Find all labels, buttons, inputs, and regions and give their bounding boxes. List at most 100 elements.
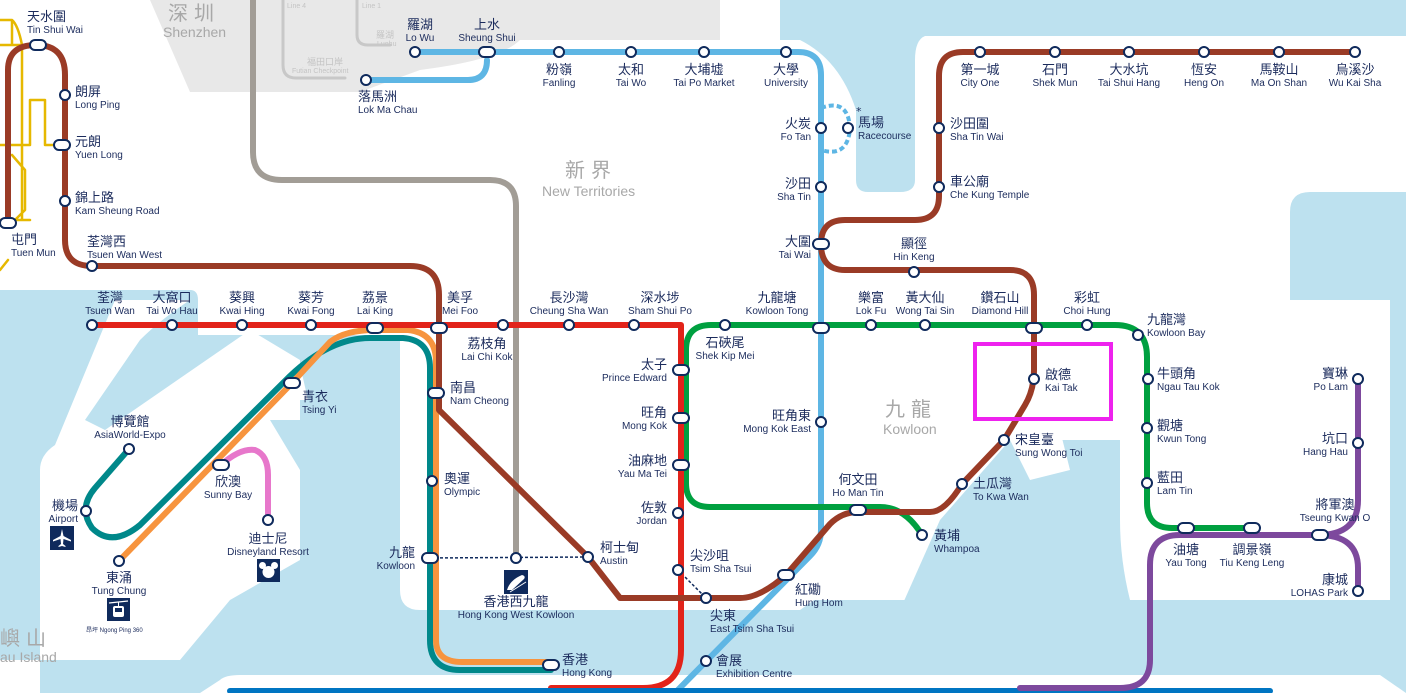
station-marker[interactable] xyxy=(59,89,71,101)
station-marker[interactable] xyxy=(113,555,125,567)
interchange-marker[interactable] xyxy=(672,412,690,424)
station-marker[interactable] xyxy=(815,181,827,193)
station-marker[interactable] xyxy=(628,319,640,331)
interchange-marker[interactable] xyxy=(53,139,71,151)
interchange-marker[interactable] xyxy=(1177,522,1195,534)
station-marker[interactable] xyxy=(933,181,945,193)
interchange-marker[interactable] xyxy=(812,322,830,334)
station-marker[interactable] xyxy=(563,319,575,331)
station-marker[interactable] xyxy=(933,122,945,134)
station-marker[interactable] xyxy=(625,46,637,58)
station-marker[interactable] xyxy=(1198,46,1210,58)
interchange-marker[interactable] xyxy=(421,552,439,564)
station-marker[interactable] xyxy=(497,319,509,331)
station-marker[interactable] xyxy=(80,505,92,517)
station-marker[interactable] xyxy=(86,260,98,272)
interchange-marker[interactable] xyxy=(777,569,795,581)
station-marker[interactable] xyxy=(842,122,854,134)
station-marker[interactable] xyxy=(1352,373,1364,385)
station-marker[interactable] xyxy=(719,319,731,331)
interchange-marker[interactable] xyxy=(812,238,830,250)
station-marker[interactable] xyxy=(510,552,522,564)
station-marker[interactable] xyxy=(426,475,438,487)
station-marker[interactable] xyxy=(865,319,877,331)
station-marker[interactable] xyxy=(1349,46,1361,58)
station-marker[interactable] xyxy=(1273,46,1285,58)
interchange-marker[interactable] xyxy=(849,504,867,516)
station-marker[interactable] xyxy=(700,592,712,604)
station-marker[interactable] xyxy=(305,319,317,331)
station-marker[interactable] xyxy=(1352,437,1364,449)
station-marker[interactable] xyxy=(59,195,71,207)
station-marker[interactable] xyxy=(1141,477,1153,489)
station-marker[interactable] xyxy=(780,46,792,58)
interchange-marker[interactable] xyxy=(1311,529,1329,541)
station-marker[interactable] xyxy=(815,416,827,428)
interchange-marker[interactable] xyxy=(1025,322,1043,334)
interchange-marker[interactable] xyxy=(0,217,17,229)
station-marker[interactable] xyxy=(1141,422,1153,434)
interchange-marker[interactable] xyxy=(366,322,384,334)
station-marker[interactable] xyxy=(998,434,1010,446)
station-marker[interactable] xyxy=(360,74,372,86)
interchange-marker[interactable] xyxy=(672,364,690,376)
station-marker[interactable] xyxy=(409,46,421,58)
station-marker[interactable] xyxy=(1142,373,1154,385)
interchange-marker[interactable] xyxy=(283,377,301,389)
interchange-marker[interactable] xyxy=(542,659,560,671)
interchange-marker[interactable] xyxy=(430,322,448,334)
station-marker[interactable] xyxy=(672,507,684,519)
station-marker[interactable] xyxy=(1132,329,1144,341)
station-marker[interactable] xyxy=(166,319,178,331)
